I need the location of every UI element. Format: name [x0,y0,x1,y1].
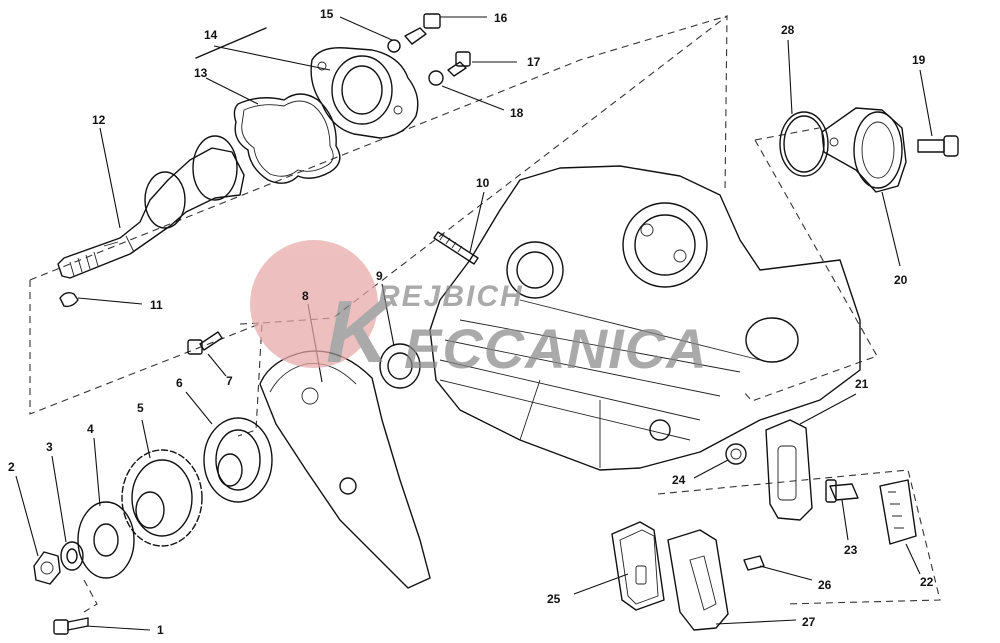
callout-3: 3 [46,440,53,454]
callout-28: 28 [781,23,795,37]
callout-21: 21 [855,377,869,391]
callout-18: 18 [510,106,524,120]
camshaft [57,135,245,279]
callout-16: 16 [494,11,508,25]
cylinder-head [429,165,861,471]
callout-12: 12 [92,113,106,127]
woodruff-key [59,291,79,308]
screw-7 [187,331,223,355]
dowel-pin [195,27,267,59]
leader-lines [15,16,933,631]
stud [433,231,479,265]
watermark-line2: ECCANICA [404,317,708,380]
callout-10: 10 [476,176,490,190]
watermark-logo: K REJBICH ECCANICA [250,240,708,381]
flange [77,501,135,579]
callout-numbers: 15 16 17 18 14 13 12 11 10 9 8 7 6 5 4 3… [8,7,934,637]
callout-8: 8 [302,289,309,303]
callout-5: 5 [137,401,144,415]
callout-7: 7 [226,374,233,388]
callout-19: 19 [912,53,926,67]
gasket [233,93,341,184]
watermark-logo-letter: K [326,282,395,381]
callout-9: 9 [376,269,383,283]
intake-cover [779,107,959,193]
watermark-line1: REJBICH [378,280,524,313]
callout-24: 24 [672,473,686,487]
lower-cover [611,521,765,631]
breather-cover [725,419,917,545]
callout-27: 27 [802,615,816,629]
callout-14: 14 [204,28,218,42]
callout-2: 2 [8,460,15,474]
callout-23: 23 [844,543,858,557]
cover-flange [310,47,419,139]
top-screws [387,13,471,86]
belt-cover [259,350,431,589]
screw-1 [53,617,89,635]
callout-22: 22 [920,575,934,589]
callout-13: 13 [194,66,208,80]
assembly-boundaries [29,14,941,613]
callout-4: 4 [87,422,94,436]
toothed-pulley [121,449,203,547]
callout-15: 15 [320,7,334,21]
callout-6: 6 [176,376,183,390]
callout-11: 11 [150,298,163,312]
callout-20: 20 [894,273,908,287]
oil-seal [379,343,421,389]
callout-25: 25 [547,592,561,606]
pulley-hub [203,417,273,503]
callout-1: 1 [157,623,164,637]
callout-17: 17 [527,55,541,69]
washer-nut [33,541,84,585]
callout-26: 26 [818,578,832,592]
